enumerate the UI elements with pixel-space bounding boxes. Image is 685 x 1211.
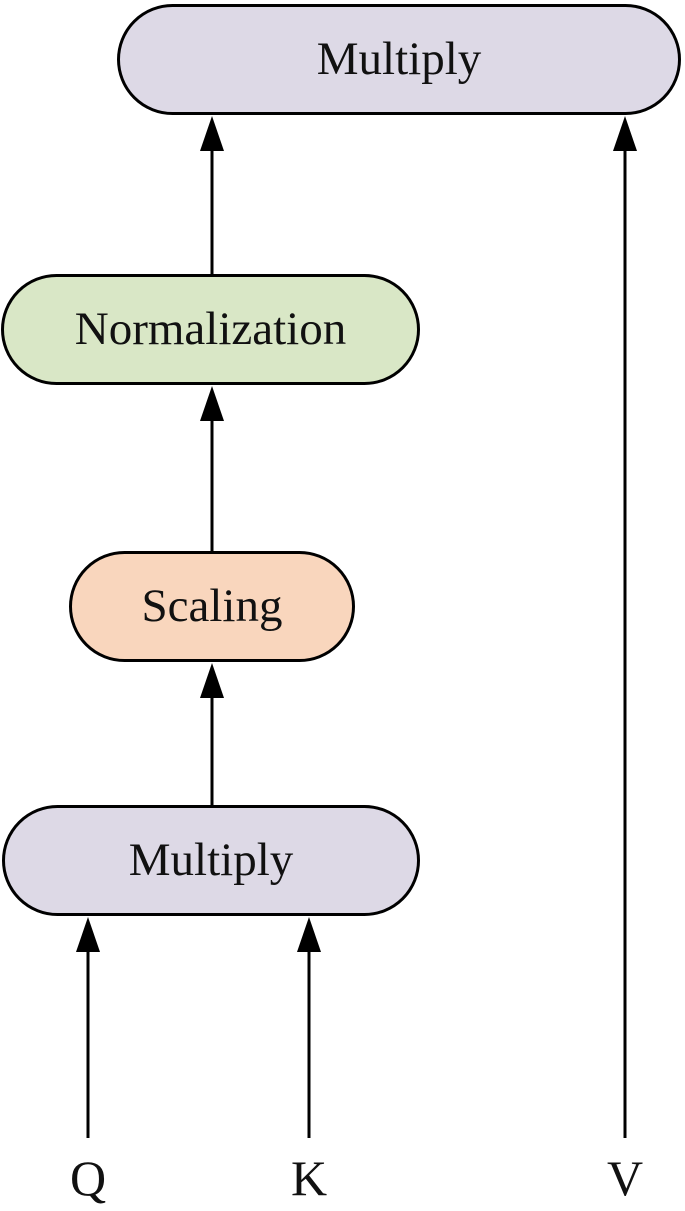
- edge-multiply-to-scaling: [200, 663, 224, 805]
- multiply-node-bottom: Multiply: [2, 805, 420, 916]
- arrowhead-icon: [200, 116, 224, 151]
- arrowhead-icon: [613, 116, 637, 151]
- scaling-label: Scaling: [141, 580, 283, 632]
- normalization-label: Normalization: [74, 303, 347, 355]
- edge-k-to-multiply: [297, 917, 321, 1138]
- scaling-node: Scaling: [69, 551, 355, 662]
- edge-q-to-multiply: [76, 917, 100, 1138]
- arrowhead-icon: [76, 917, 100, 952]
- multiply-bottom-label: Multiply: [128, 834, 294, 886]
- edge-v-to-multiply: [613, 116, 637, 1138]
- arrowhead-icon: [200, 663, 224, 698]
- multiply-node-top: Multiply: [117, 4, 681, 115]
- arrowhead-icon: [200, 386, 224, 421]
- edge-normalization-to-multiply: [200, 116, 224, 274]
- input-v-label: V: [606, 1150, 644, 1206]
- input-q-label: Q: [69, 1150, 107, 1206]
- input-k-label: K: [290, 1150, 328, 1206]
- normalization-node: Normalization: [1, 274, 420, 385]
- edge-scaling-to-normalization: [200, 386, 224, 551]
- arrowhead-icon: [297, 917, 321, 952]
- multiply-top-label: Multiply: [316, 33, 482, 85]
